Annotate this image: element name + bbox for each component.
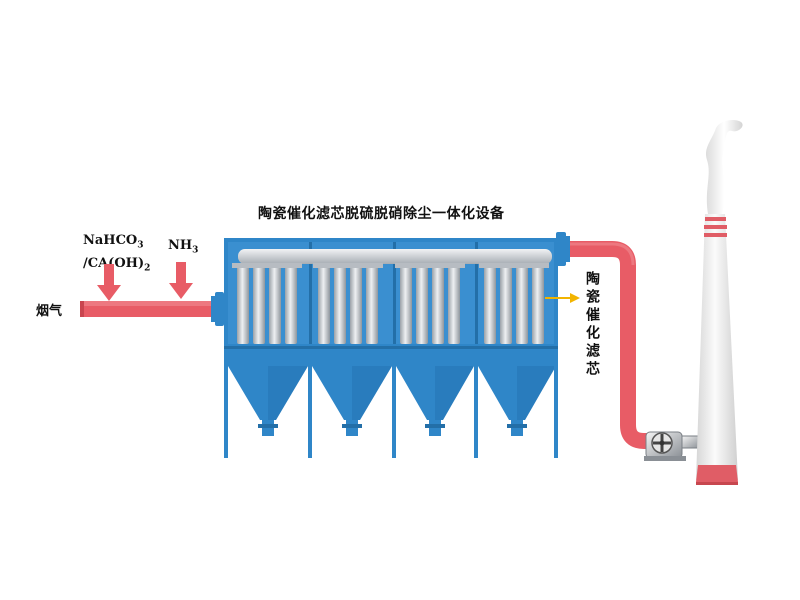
centrifugal-fan-icon [644,431,701,461]
reagent-arrow-sodium-bicarbonate [97,264,121,301]
ceramic-filter-elements [232,249,552,344]
reagent-label-sodium-bicarbonate: NaHCO3 /CA(OH)2 [83,233,151,274]
diagram-title: 陶瓷催化滤芯脱硫脱硝除尘一体化设备 [258,206,505,222]
inlet-flange [211,292,224,326]
filter-indicator-arrow [545,293,580,303]
inlet-pipe [80,301,220,317]
flue-gas-label: 烟气 [36,304,63,319]
reagent-label-ammonia: NH3 [168,238,199,256]
reagent-arrow-ammonia [169,262,193,299]
chimney [696,120,743,485]
filter-element-label: 陶瓷催化滤芯 [584,271,600,379]
outlet-flange [556,232,570,266]
outlet-pipe [570,241,656,449]
